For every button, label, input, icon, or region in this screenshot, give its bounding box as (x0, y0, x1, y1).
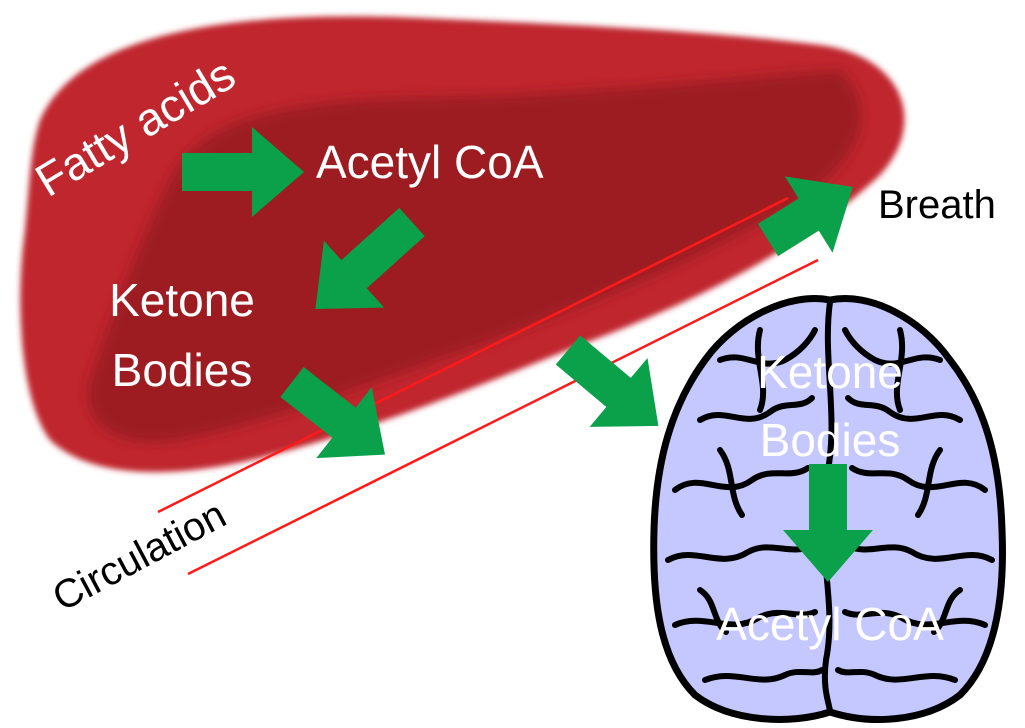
breath-label: Breath (878, 183, 996, 227)
arrow-circulation-to-breath (757, 176, 853, 257)
arrow-circulation-to-brain (555, 335, 659, 427)
brain-acetyl-coa-label: Acetyl CoA (716, 598, 944, 650)
circulation-line-lower (187, 258, 819, 576)
arrow-ketone-to-circulation (280, 367, 385, 459)
arrows-layer (182, 127, 873, 582)
brain-ketone-label: Ketone (757, 346, 903, 398)
circulation-line-upper (157, 196, 789, 514)
brain-organ-icon (650, 295, 1006, 723)
arrow-brain-ketone-to-acetyl-coa (783, 464, 873, 582)
liver-ketone-label: Ketone (109, 274, 255, 326)
liver-bodies-label: Bodies (112, 344, 253, 396)
brain-bodies-label: Bodies (760, 414, 901, 466)
arrow-fatty-acids-to-acetyl-coa (182, 127, 304, 217)
liver-acetyl-coa-label: Acetyl CoA (316, 136, 544, 188)
circulation-label: Circulation (46, 492, 234, 620)
circulation-vessel (157, 196, 819, 576)
brain-folds (665, 299, 995, 715)
arrow-acetyl-coa-to-ketone (315, 207, 425, 309)
